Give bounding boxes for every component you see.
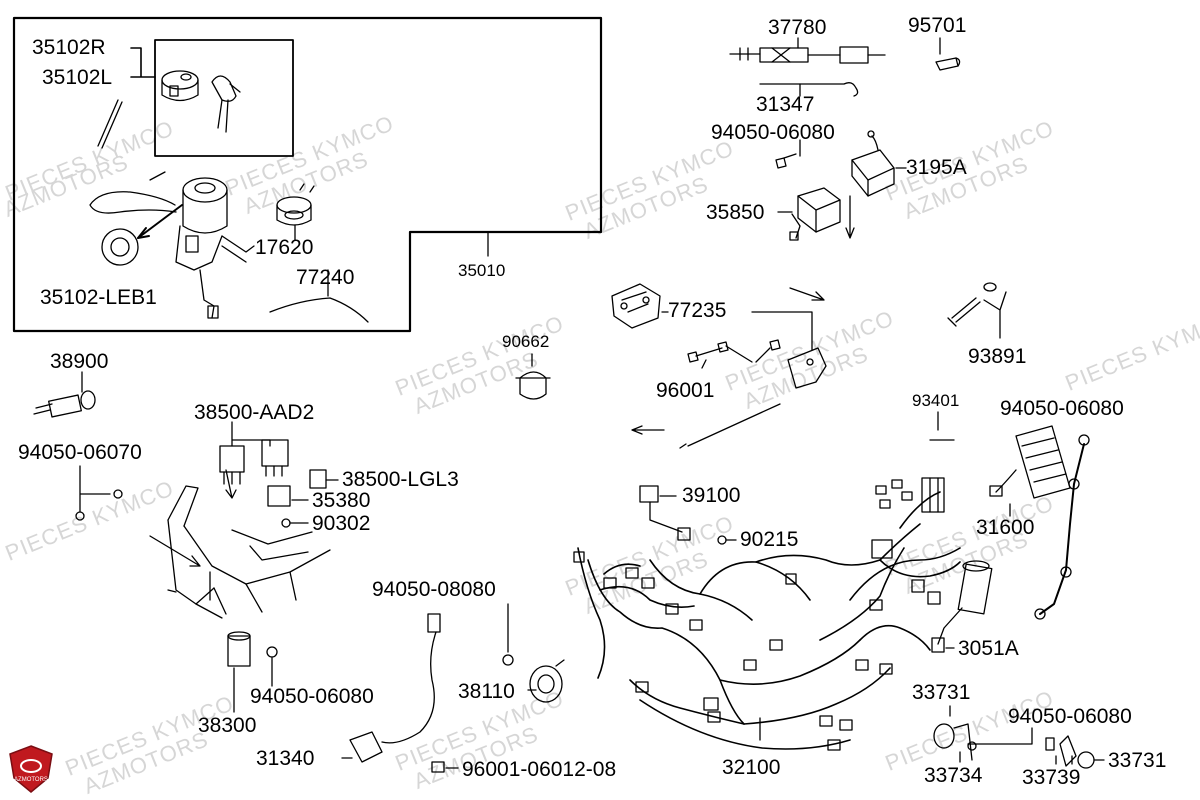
part-number-label: 93891: [968, 345, 1027, 368]
frame-part: [149, 485, 331, 619]
part-number-label: 33734: [924, 764, 983, 787]
cap-part: [276, 183, 315, 226]
part-number-label: 35102L: [42, 66, 113, 89]
sensor-part: [933, 723, 973, 761]
bolt-part: [717, 341, 753, 363]
logo-text: AZMOTORS: [14, 777, 48, 783]
pin-part: [97, 99, 123, 149]
bolt-part: [755, 339, 781, 363]
relay-part: [267, 485, 291, 507]
ignition-switch-part: [175, 177, 255, 319]
bolt-part: [935, 57, 961, 71]
part-number-label: 94050-06070: [18, 441, 142, 464]
part-number-label: 95701: [908, 14, 967, 37]
part-number-label: 35380: [312, 489, 371, 512]
part-number-label: 37780: [768, 16, 827, 39]
clip-part: [759, 82, 859, 97]
clamp-part: [515, 371, 551, 400]
switch-part: [639, 485, 691, 541]
part-number-label: 17620: [255, 236, 314, 259]
plate-part: [787, 347, 827, 389]
part-number-label: 35010: [458, 261, 506, 280]
washer-part: [101, 228, 139, 266]
part-number-label: 31600: [976, 516, 1035, 539]
part-number-label: 77235: [668, 299, 727, 322]
shield-logo-icon: AZMOTORS: [8, 744, 54, 794]
part-number-label: 35850: [706, 201, 765, 224]
bracket-part: [611, 283, 661, 329]
part-number-label: 38110: [458, 680, 515, 703]
lock-cover-subframe: [154, 39, 294, 157]
part-number-label: 93401: [912, 391, 960, 410]
part-number-label: 38900: [50, 350, 109, 373]
horn-part: [529, 659, 565, 703]
part-number-label: 94050-08080: [372, 578, 496, 601]
fuse-part: [875, 479, 913, 509]
starter-relay-part: [789, 187, 841, 241]
part-number-label: 3051A: [958, 637, 1019, 660]
bolt-part: [687, 347, 723, 363]
bolt-part: [775, 153, 797, 169]
part-number-label: 90302: [312, 512, 371, 535]
wiring-harness-part: [577, 491, 961, 750]
part-number-label: 90215: [740, 528, 799, 551]
wire-harness-part: [89, 191, 177, 214]
relay-part: [219, 445, 245, 485]
part-number-label: 96001-06012-08: [462, 758, 617, 781]
fuse-box-part: [921, 477, 945, 513]
connector-part: [573, 539, 941, 751]
ignition-key-part: [211, 75, 241, 133]
part-number-label: 31347: [756, 93, 815, 116]
part-number-label: 38300: [198, 714, 257, 737]
ignition-group-frame: [12, 16, 603, 333]
sensor-part: [349, 613, 441, 763]
part-number-label: 3195A: [906, 156, 967, 179]
cable-part: [269, 297, 369, 323]
flasher-part: [227, 631, 251, 667]
part-number-label: 32100: [722, 756, 781, 779]
part-number-label: 33731: [912, 681, 971, 704]
regulator-part: [989, 425, 1071, 499]
relay-part: [851, 130, 895, 197]
part-number-label: 94050-06080: [711, 121, 835, 144]
cable-part: [679, 403, 781, 449]
part-number-label: 94050-06080: [250, 685, 374, 708]
part-number-label: 77240: [296, 266, 355, 289]
relay-part: [309, 469, 327, 489]
sensor-part: [33, 390, 96, 418]
relay-part: [261, 439, 289, 477]
bolt-part: [431, 761, 445, 773]
part-number-label: 31340: [256, 747, 315, 770]
part-number-label: 39100: [682, 484, 741, 507]
part-number-label: 90662: [502, 332, 550, 351]
part-number-label: 38500-AAD2: [194, 401, 315, 424]
part-number-label: 38500-LGL3: [342, 468, 459, 491]
part-number-label: 35102-LEB1: [40, 286, 157, 309]
part-number-label: 33731: [1108, 749, 1167, 772]
lock-cover-part: [161, 70, 199, 102]
bolt-part: [947, 282, 997, 327]
fuse-holder-part: [729, 46, 886, 64]
coil-part: [931, 560, 993, 653]
part-number-label: 94050-06080: [1000, 397, 1124, 420]
part-number-label: 94050-06080: [1008, 705, 1132, 728]
part-number-label: 96001: [656, 379, 715, 402]
switch-part: [1045, 735, 1095, 769]
part-number-label: 33739: [1022, 766, 1081, 789]
part-number-label: 35102R: [32, 36, 106, 59]
